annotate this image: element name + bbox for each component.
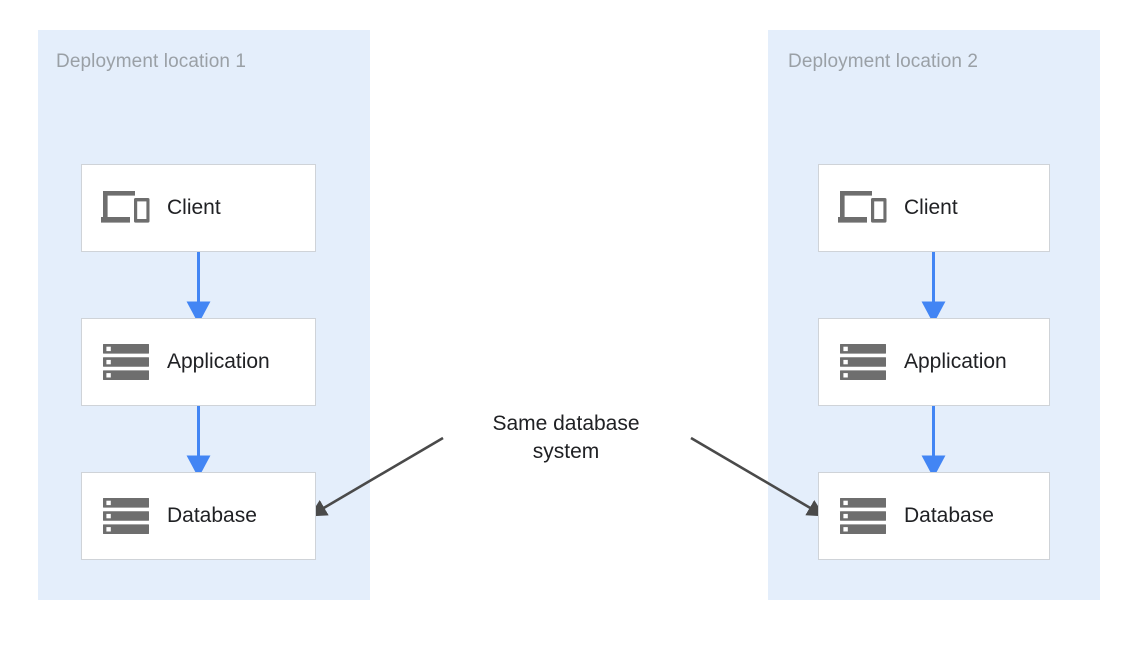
deployment-zone-2-label: Deployment location 2 (788, 51, 979, 72)
node-client-1-label: Client (167, 196, 221, 219)
server-icon (838, 339, 894, 385)
node-database-2[interactable]: Database (818, 472, 1050, 560)
node-client-2[interactable]: Client (818, 164, 1050, 252)
server-icon (101, 339, 157, 385)
deployment-zone-1-label: Deployment location 1 (56, 51, 247, 72)
same-database-system-note: Same database system (492, 412, 640, 463)
node-database-2-label: Database (904, 504, 994, 527)
server-icon (101, 493, 157, 539)
node-application-2-label: Application (904, 350, 1007, 373)
node-application-2[interactable]: Application (818, 318, 1050, 406)
devices-icon (838, 185, 894, 231)
devices-icon (101, 185, 157, 231)
node-database-1-label: Database (167, 504, 257, 527)
node-database-1[interactable]: Database (81, 472, 316, 560)
node-application-1-label: Application (167, 350, 270, 373)
node-client-1[interactable]: Client (81, 164, 316, 252)
node-client-2-label: Client (904, 196, 958, 219)
server-icon (838, 493, 894, 539)
node-application-1[interactable]: Application (81, 318, 316, 406)
